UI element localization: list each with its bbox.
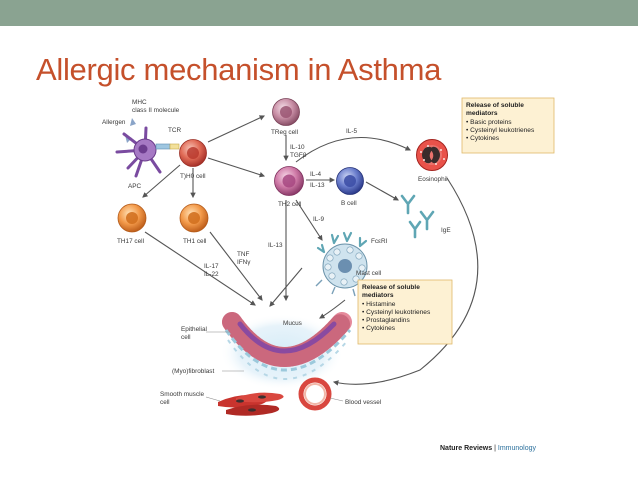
box2-item: • Cytokines bbox=[362, 325, 396, 332]
th0-label: T)H0 cell bbox=[180, 173, 206, 180]
mediators-box-mast-cell: Release of soluble mediators • Histamine… bbox=[357, 279, 453, 345]
epithelial-label: Epithelial bbox=[181, 326, 207, 333]
b-cell-label: B cell bbox=[341, 200, 357, 207]
box1-title-line1: Release of soluble bbox=[466, 102, 524, 109]
apc-label: APC bbox=[128, 183, 142, 190]
treg-label: TReg cell bbox=[271, 129, 298, 136]
b-cell-nucleus bbox=[344, 175, 356, 187]
mucus-label: Mucus bbox=[283, 320, 302, 327]
box2-title-line1: Release of soluble bbox=[362, 284, 420, 291]
slide-title: Allergic mechanism in Asthma bbox=[36, 52, 442, 87]
th0-nucleus bbox=[187, 147, 199, 159]
eosinophil-cell bbox=[416, 139, 448, 171]
smooth-muscle-label: Smooth muscle bbox=[160, 391, 204, 398]
il9-label: IL-9 bbox=[313, 216, 324, 223]
blood-vessel-inner bbox=[304, 383, 326, 405]
airway-wall bbox=[220, 312, 352, 390]
source-credit: Nature Reviews | Immunology bbox=[440, 445, 536, 452]
ige-label: IgE bbox=[441, 227, 451, 234]
box2-item: • Cysteinyl leukotrienes bbox=[362, 309, 431, 316]
epithelial-label-2: cell bbox=[181, 334, 191, 341]
allergen-label: Allergen bbox=[102, 119, 126, 126]
smooth-muscle-cells bbox=[218, 392, 284, 416]
th1-label: TH1 cell bbox=[183, 238, 206, 245]
treg-nucleus bbox=[280, 106, 292, 118]
th17-label: TH17 cell bbox=[117, 238, 144, 245]
smooth-muscle-label-2: cell bbox=[160, 399, 170, 406]
th2-label: TH2 cell bbox=[278, 201, 301, 208]
il17-label: IL-17 bbox=[204, 263, 219, 270]
mhc-label: MHC bbox=[132, 99, 147, 106]
th17-nucleus bbox=[126, 212, 138, 224]
pathway-arrows bbox=[142, 115, 479, 386]
il4-label: IL-4 bbox=[310, 171, 321, 178]
mast-cell-label: Mast cell bbox=[356, 270, 381, 277]
apc-cell bbox=[115, 118, 180, 178]
box1-title-line2: mediators bbox=[466, 110, 498, 117]
smooth-muscle-leader bbox=[205, 396, 221, 402]
eosinophil-label: Eosinophil bbox=[418, 176, 448, 183]
box1-item: • Cysteinyl leukotrienes bbox=[466, 127, 535, 134]
th2-nucleus bbox=[282, 174, 296, 188]
ige-antibodies bbox=[400, 194, 435, 239]
il13-label-b: IL-13 bbox=[268, 242, 283, 249]
blood-vessel-leader bbox=[329, 397, 344, 402]
tnf-label: TNF bbox=[237, 251, 250, 258]
il10-label: IL-10 bbox=[290, 144, 305, 151]
box2-item: • Prostaglandins bbox=[362, 317, 410, 324]
tcr-label: TCR bbox=[168, 127, 182, 134]
box2-item: • Histamine bbox=[362, 301, 396, 308]
blood-vessel-label: Blood vessel bbox=[345, 399, 381, 406]
mediators-box-eosinophil: Release of soluble mediators • Basic pro… bbox=[461, 97, 555, 154]
mhc-class2-label: class II molecule bbox=[132, 107, 180, 114]
box1-item: • Cytokines bbox=[466, 135, 500, 142]
blood-vessel bbox=[298, 377, 332, 411]
box1-item: • Basic proteins bbox=[466, 119, 512, 126]
th1-nucleus bbox=[188, 212, 200, 224]
box2-title-line2: mediators bbox=[362, 292, 394, 299]
credit-journal: Nature Reviews bbox=[440, 445, 493, 452]
il22-label: IL-22 bbox=[204, 271, 219, 278]
ifng-label: IFNγ bbox=[237, 259, 251, 266]
il13-label-a: IL-13 bbox=[310, 182, 325, 189]
myofibroblast-label: (Myo)fibroblast bbox=[172, 368, 214, 375]
top-bar bbox=[0, 0, 638, 26]
tgfb-label: TGFβ bbox=[290, 152, 307, 159]
fceri-label: FcεRI bbox=[371, 238, 388, 245]
credit-separator: | bbox=[494, 445, 496, 452]
il5-label: IL-5 bbox=[346, 128, 357, 135]
credit-section: Immunology bbox=[497, 445, 537, 452]
